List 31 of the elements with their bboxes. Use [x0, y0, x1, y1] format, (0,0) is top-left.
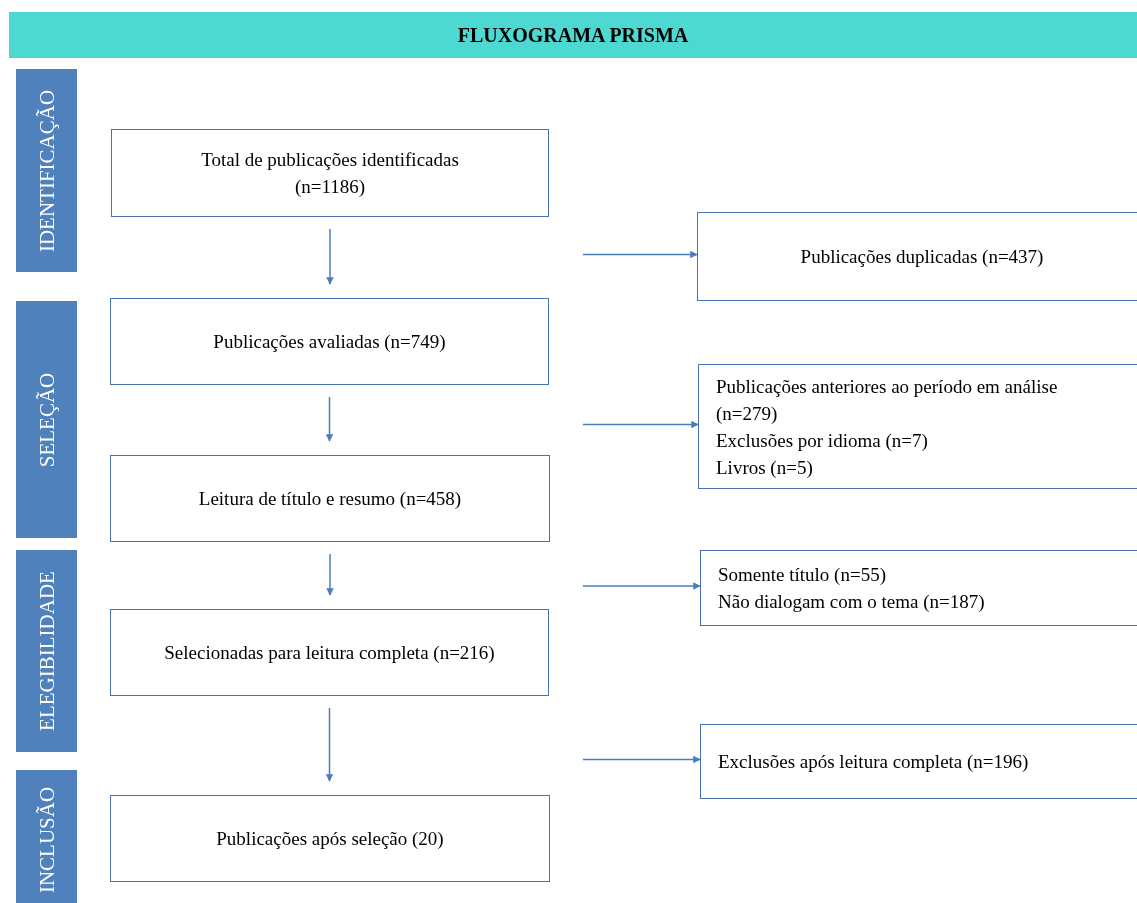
phase-label: SELEÇÃO [34, 372, 59, 467]
phase-band [16, 550, 77, 752]
phase-band [16, 301, 77, 538]
box-text: Publicações anteriores ao período em análise (n=279) [716, 374, 1059, 426]
process-box: Leitura de título e resumo (n=458) [110, 455, 550, 542]
process-box: Publicações avaliadas (n=749) [110, 298, 549, 385]
process-box: Publicações duplicadas (n=437) [697, 212, 1137, 301]
process-box: Exclusões após leitura completa (n=196) [700, 724, 1137, 799]
arrow [582, 420, 699, 429]
arrow [325, 707, 334, 782]
box-text: Somente título (n=55) [718, 563, 886, 587]
process-box [700, 550, 1137, 626]
arrow [326, 228, 334, 285]
phase-band [16, 69, 77, 272]
box-text: Exclusões por idioma (n=7) [716, 428, 928, 453]
arrow [582, 250, 698, 259]
process-box: Publicações após seleção (20) [110, 795, 550, 882]
arrow [326, 553, 334, 596]
phase-label: ELEGIBILIDADE [34, 571, 59, 731]
arrow [325, 396, 334, 442]
phase-label: IDENTIFICAÇÃO [34, 89, 59, 252]
title-banner: FLUXOGRAMA PRISMA [9, 12, 1137, 58]
process-box: Total de publicações identificadas (n=1186) [111, 129, 549, 217]
box-text: Livros (n=5) [716, 455, 813, 480]
phase-label: INCLUSÃO [34, 786, 59, 894]
box-text: Não dialogam com o tema (n=187) [718, 590, 985, 614]
arrow [582, 582, 701, 590]
process-box [698, 364, 1137, 489]
process-box: Selecionadas para leitura completa (n=216) [110, 609, 549, 696]
phase-band [16, 770, 77, 903]
arrow [582, 755, 701, 764]
